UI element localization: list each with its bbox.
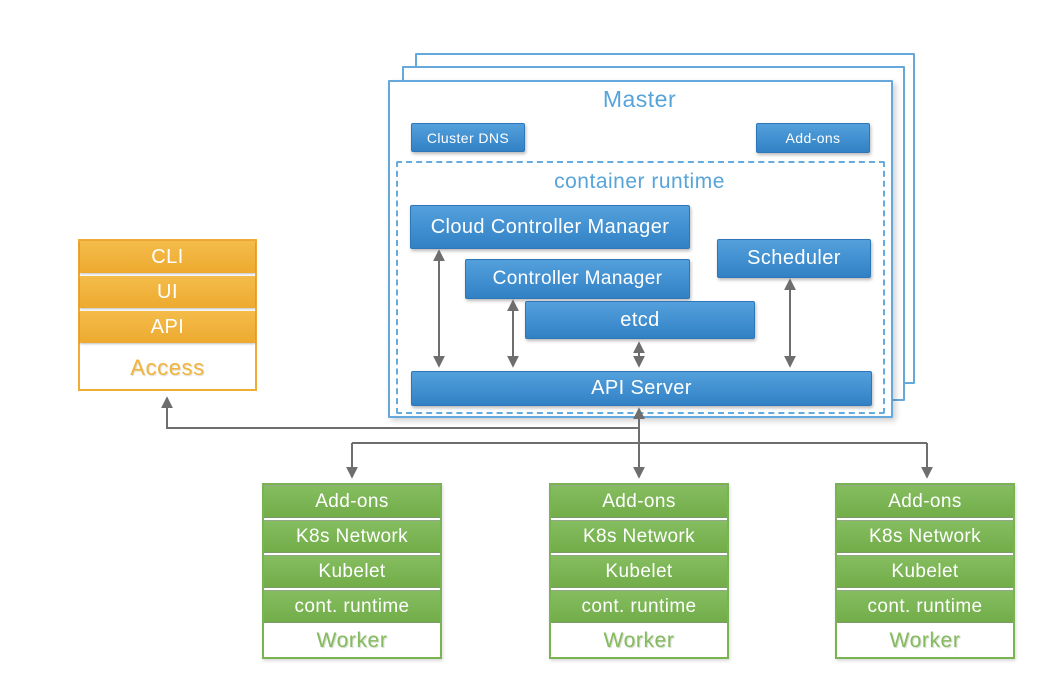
worker-stack-2: Add-ons K8s Network Kubelet cont. runtim… [549,483,729,659]
worker-row-network: K8s Network [551,520,727,553]
worker-row-addons: Add-ons [264,485,440,518]
container-runtime-title: container runtime [554,170,725,193]
worker-label: Worker [316,629,388,652]
master-addons-box: Add-ons [756,123,870,153]
worker-label: Worker [889,629,961,652]
worker-row-runtime: cont. runtime [264,590,440,623]
worker-row-network: K8s Network [264,520,440,553]
etcd-box: etcd [525,301,755,339]
worker-row-network: K8s Network [837,520,1013,553]
worker-label: Worker [603,629,675,652]
worker-row-kubelet: Kubelet [551,555,727,588]
access-row-ui: UI [80,276,255,308]
access-label: Access [130,354,205,380]
master-title: Master [602,86,677,112]
worker-row-kubelet: Kubelet [264,555,440,588]
access-row-cli: CLI [80,241,255,273]
access-stack: CLI UI API Access [78,239,257,391]
api-server-box: API Server [411,371,872,406]
worker-row-runtime: cont. runtime [551,590,727,623]
worker-row-runtime: cont. runtime [837,590,1013,623]
controller-manager-box: Controller Manager [465,259,690,299]
worker-row-addons: Add-ons [551,485,727,518]
worker-row-kubelet: Kubelet [837,555,1013,588]
cloud-controller-manager-box: Cloud Controller Manager [410,205,690,249]
worker-row-addons: Add-ons [837,485,1013,518]
cluster-dns-box: Cluster DNS [411,123,525,152]
worker-stack-1: Add-ons K8s Network Kubelet cont. runtim… [262,483,442,659]
worker-stack-3: Add-ons K8s Network Kubelet cont. runtim… [835,483,1015,659]
scheduler-box: Scheduler [717,239,871,278]
access-row-api: API [80,311,255,343]
